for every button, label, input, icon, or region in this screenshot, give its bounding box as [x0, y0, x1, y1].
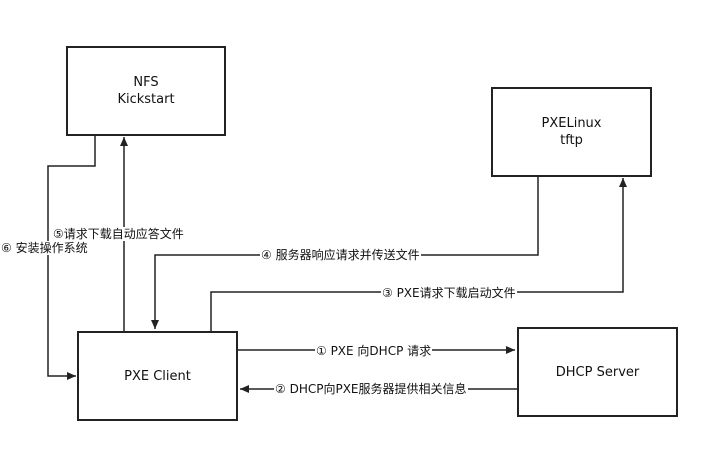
node-pxelinux-title: PXELinux	[541, 116, 602, 131]
edge-step5-label: ⑤请求下载自动应答文件	[52, 227, 185, 241]
edge-step2-label: ② DHCP向PXE服务器提供相关信息	[274, 382, 468, 396]
edge-step3-label: ③ PXE请求下载启动文件	[381, 286, 517, 300]
edge-step4-label: ④ 服务器响应请求并传送文件	[260, 248, 421, 262]
node-dhcp-server-title: DHCP Server	[555, 364, 640, 380]
node-pxelinux: PXELinux tftp	[491, 87, 652, 177]
node-pxelinux-subtitle: tftp	[560, 133, 583, 148]
edge-step6-arrow	[47, 136, 96, 380]
edge-step6-label: ⑥ 安装操作系统	[0, 241, 89, 255]
node-dhcp-server: DHCP Server	[517, 327, 678, 417]
node-nfs-title: NFS	[133, 75, 159, 90]
node-nfs: NFS Kickstart	[66, 46, 226, 136]
node-nfs-subtitle: Kickstart	[117, 92, 175, 107]
node-pxe-client: PXE Client	[77, 331, 238, 421]
node-pxe-client-title: PXE Client	[124, 368, 191, 384]
edge-step1-label: ① PXE 向DHCP 请求	[315, 344, 433, 358]
